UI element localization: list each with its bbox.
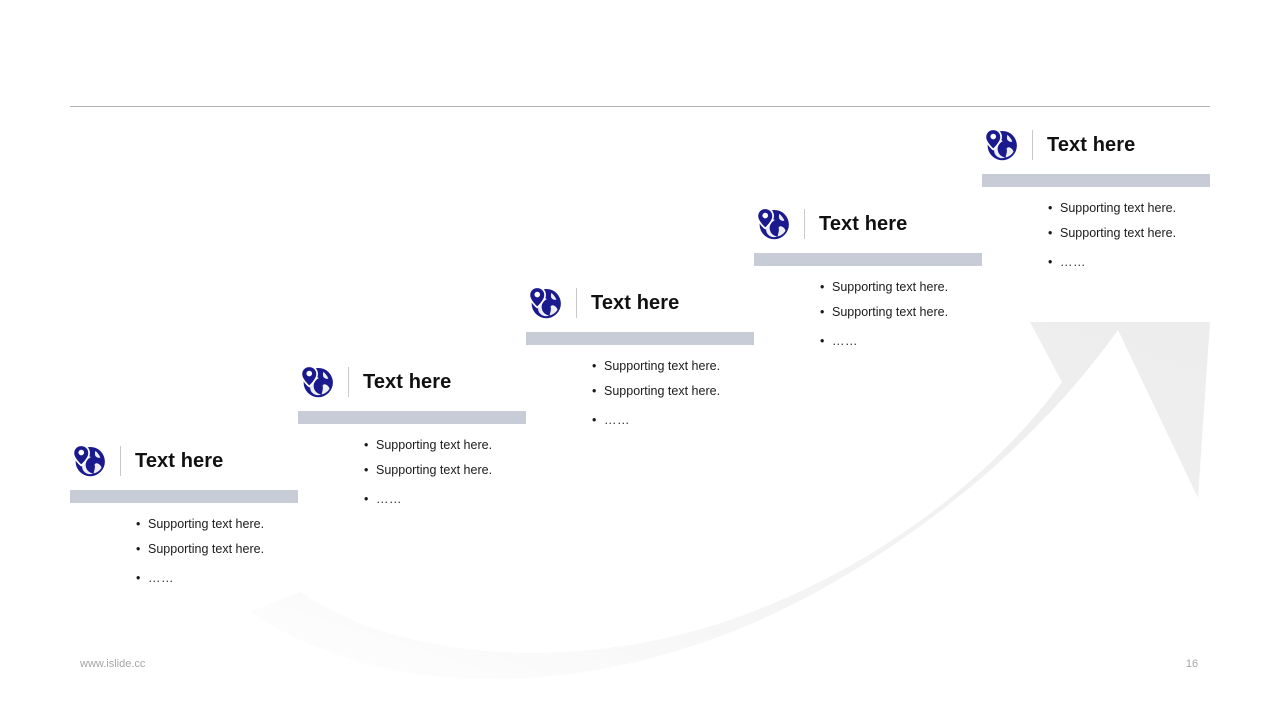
list-item: • Supporting text here.: [592, 360, 826, 373]
step-2-accent-bar: [298, 411, 526, 424]
bullet-dot-icon: •: [820, 280, 825, 294]
bullet-label: Supporting text here.: [832, 304, 949, 319]
bullet-label: ……: [376, 492, 402, 506]
list-item: • Supporting text here.: [136, 518, 370, 531]
step-1-accent-bar: [70, 490, 298, 503]
step-3-title: Text here: [591, 292, 680, 314]
step-block-1[interactable]: Text here • Supporting text here. • Supp…: [70, 440, 370, 597]
bullet-label: Supporting text here.: [376, 438, 493, 452]
bullet-label: Supporting text here.: [1060, 225, 1177, 240]
bullet-label: Supporting text here.: [1060, 201, 1177, 215]
bullet-label: ……: [832, 334, 858, 348]
bullet-label: Supporting text here.: [604, 383, 721, 398]
bullet-dot-icon: •: [820, 304, 825, 319]
bullet-label: ……: [604, 413, 630, 427]
globe-location-pin-icon: [300, 365, 333, 398]
bullet-dot-icon: •: [1048, 201, 1053, 215]
step-4-header: Text here: [754, 203, 1054, 245]
header-vertical-divider: [804, 209, 805, 239]
step-3-accent-bar: [526, 332, 754, 345]
header-vertical-divider: [576, 288, 577, 318]
header-divider-rule: [70, 106, 1210, 107]
header-vertical-divider: [348, 367, 349, 397]
bullet-dot-icon: •: [592, 413, 597, 427]
bullet-dot-icon: •: [1048, 255, 1053, 269]
list-item: • Supporting text here.: [364, 462, 598, 477]
step-3-bullets: • Supporting text here. • Supporting tex…: [526, 360, 826, 427]
bullet-dot-icon: •: [364, 438, 369, 452]
step-1-header: Text here: [70, 440, 370, 482]
header-vertical-divider: [120, 446, 121, 476]
header-vertical-divider: [1032, 130, 1033, 160]
bullet-dot-icon: •: [1048, 225, 1053, 240]
bullet-dot-icon: •: [592, 383, 597, 398]
bullet-dot-icon: •: [364, 492, 369, 506]
footer-page-number: 16: [1185, 658, 1199, 670]
bullet-label: ……: [1060, 255, 1086, 269]
bullet-label: Supporting text here.: [148, 541, 265, 556]
bullet-dot-icon: •: [136, 571, 141, 585]
list-item: • ……: [364, 493, 598, 506]
step-5-bullets: • Supporting text here. • Supporting tex…: [982, 202, 1280, 269]
list-item: • Supporting text here.: [136, 541, 370, 556]
step-5-header: Text here: [982, 124, 1280, 166]
step-block-5[interactable]: Text here • Supporting text here. • Supp…: [982, 124, 1280, 281]
globe-location-pin-icon: [756, 207, 789, 240]
bullet-label: Supporting text here.: [604, 359, 721, 373]
footer-website-url[interactable]: www.islide.cc: [80, 658, 146, 670]
bullet-label: Supporting text here.: [148, 517, 265, 531]
list-item: • Supporting text here.: [592, 383, 826, 398]
step-5-accent-bar: [982, 174, 1210, 187]
step-1-bullets: • Supporting text here. • Supporting tex…: [70, 518, 370, 585]
step-5-title: Text here: [1047, 134, 1136, 156]
bullet-dot-icon: •: [592, 359, 597, 373]
list-item: • ……: [592, 414, 826, 427]
step-2-title: Text here: [363, 371, 452, 393]
globe-location-pin-icon: [528, 286, 561, 319]
step-4-accent-bar: [754, 253, 982, 266]
list-item: • Supporting text here.: [1048, 202, 1280, 215]
step-3-header: Text here: [526, 282, 826, 324]
list-item: • Supporting text here.: [820, 304, 1054, 319]
bullet-dot-icon: •: [136, 517, 141, 531]
bullet-label: Supporting text here.: [832, 280, 949, 294]
step-2-bullets: • Supporting text here. • Supporting tex…: [298, 439, 598, 506]
bullet-label: ……: [148, 571, 174, 585]
bullet-dot-icon: •: [364, 462, 369, 477]
bullet-label: Supporting text here.: [376, 462, 493, 477]
step-4-bullets: • Supporting text here. • Supporting tex…: [754, 281, 1054, 348]
list-item: • ……: [820, 335, 1054, 348]
bullet-dot-icon: •: [820, 334, 825, 348]
bullet-dot-icon: •: [136, 541, 141, 556]
step-1-title: Text here: [135, 450, 224, 472]
list-item: • ……: [1048, 256, 1280, 269]
list-item: • Supporting text here.: [1048, 225, 1280, 240]
globe-location-pin-icon: [984, 128, 1017, 161]
list-item: • ……: [136, 572, 370, 585]
list-item: • Supporting text here.: [364, 439, 598, 452]
step-4-title: Text here: [819, 213, 908, 235]
list-item: • Supporting text here.: [820, 281, 1054, 294]
globe-location-pin-icon: [72, 444, 105, 477]
